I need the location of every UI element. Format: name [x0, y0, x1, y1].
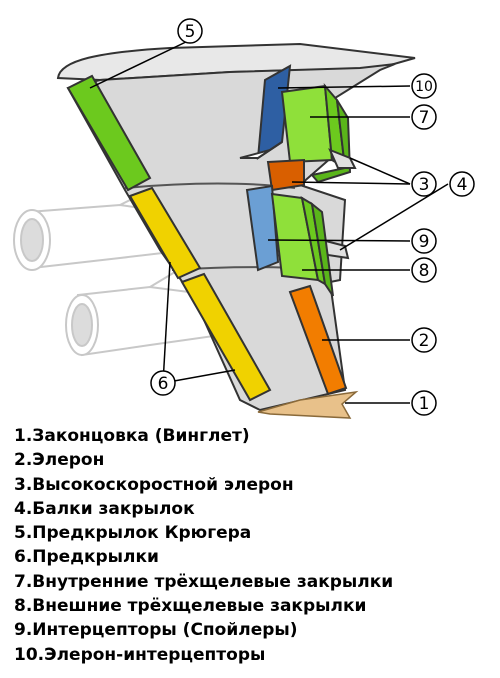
legend: 1.Законцовка (Винглет) 2.Элерон 3.Высоко…: [14, 424, 393, 667]
callout-number-8: 8: [419, 261, 430, 281]
legend-item: 6.Предкрылки: [14, 547, 159, 568]
legend-item: 10.Элерон-интерцепторы: [14, 644, 266, 665]
legend-item: 1.Законцовка (Винглет): [14, 426, 250, 446]
callout-circle-8: [411, 257, 437, 283]
aileron-spoiler-edge: [239, 141, 283, 159]
callout-circle-9: [411, 228, 437, 254]
inboard-flap: [280, 84, 334, 164]
callout-number-10: 10: [415, 79, 433, 95]
callout-number-4: 4: [457, 175, 468, 195]
callout-number-7: 7: [419, 108, 430, 128]
legend-item: 5.Предкрылок Крюгера: [14, 523, 252, 544]
callout-circle-6: [150, 370, 176, 396]
wing-diagram: 1 2 3 4 5 6 7 8 9 10: [13, 18, 475, 419]
callout-circle-4: [449, 171, 475, 197]
slat-outboard: [180, 272, 272, 402]
callout-number-3: 3: [419, 175, 430, 195]
flap-track-fairing: [328, 148, 357, 169]
callout-circles: [150, 18, 475, 416]
outboard-flap-segment: [310, 201, 334, 297]
legend-item: 3.Высокоскоростной элерон: [14, 474, 294, 495]
krueger-slat: [66, 74, 152, 192]
winglet: [257, 390, 359, 419]
callout-circle-10: [411, 73, 437, 99]
callout-number-5: 5: [185, 22, 196, 42]
legend-item: 4.Балки закрылок: [14, 498, 195, 519]
legend-item: 2.Элерон: [14, 450, 105, 471]
callout-number-6: 6: [158, 374, 169, 394]
callout-circle-7: [411, 104, 437, 130]
callout-number-1: 1: [419, 394, 430, 414]
callout-circle-2: [411, 327, 437, 353]
legend-item: 7.Внутренние трёхщелевые закрылки: [14, 571, 394, 592]
slat-inboard: [128, 186, 202, 280]
callout-number-2: 2: [419, 331, 430, 351]
spoiler: [245, 184, 280, 272]
callout-circle-1: [411, 390, 437, 416]
callout-number-9: 9: [419, 232, 430, 252]
high-speed-aileron: [266, 158, 305, 192]
legend-item: 8.Внешние трёхщелевые закрылки: [14, 596, 367, 617]
callout-circle-3: [411, 171, 437, 197]
legend-item: 9.Интерцепторы (Спойлеры): [14, 620, 298, 641]
aileron: [288, 284, 348, 396]
callout-circle-5: [177, 18, 203, 44]
